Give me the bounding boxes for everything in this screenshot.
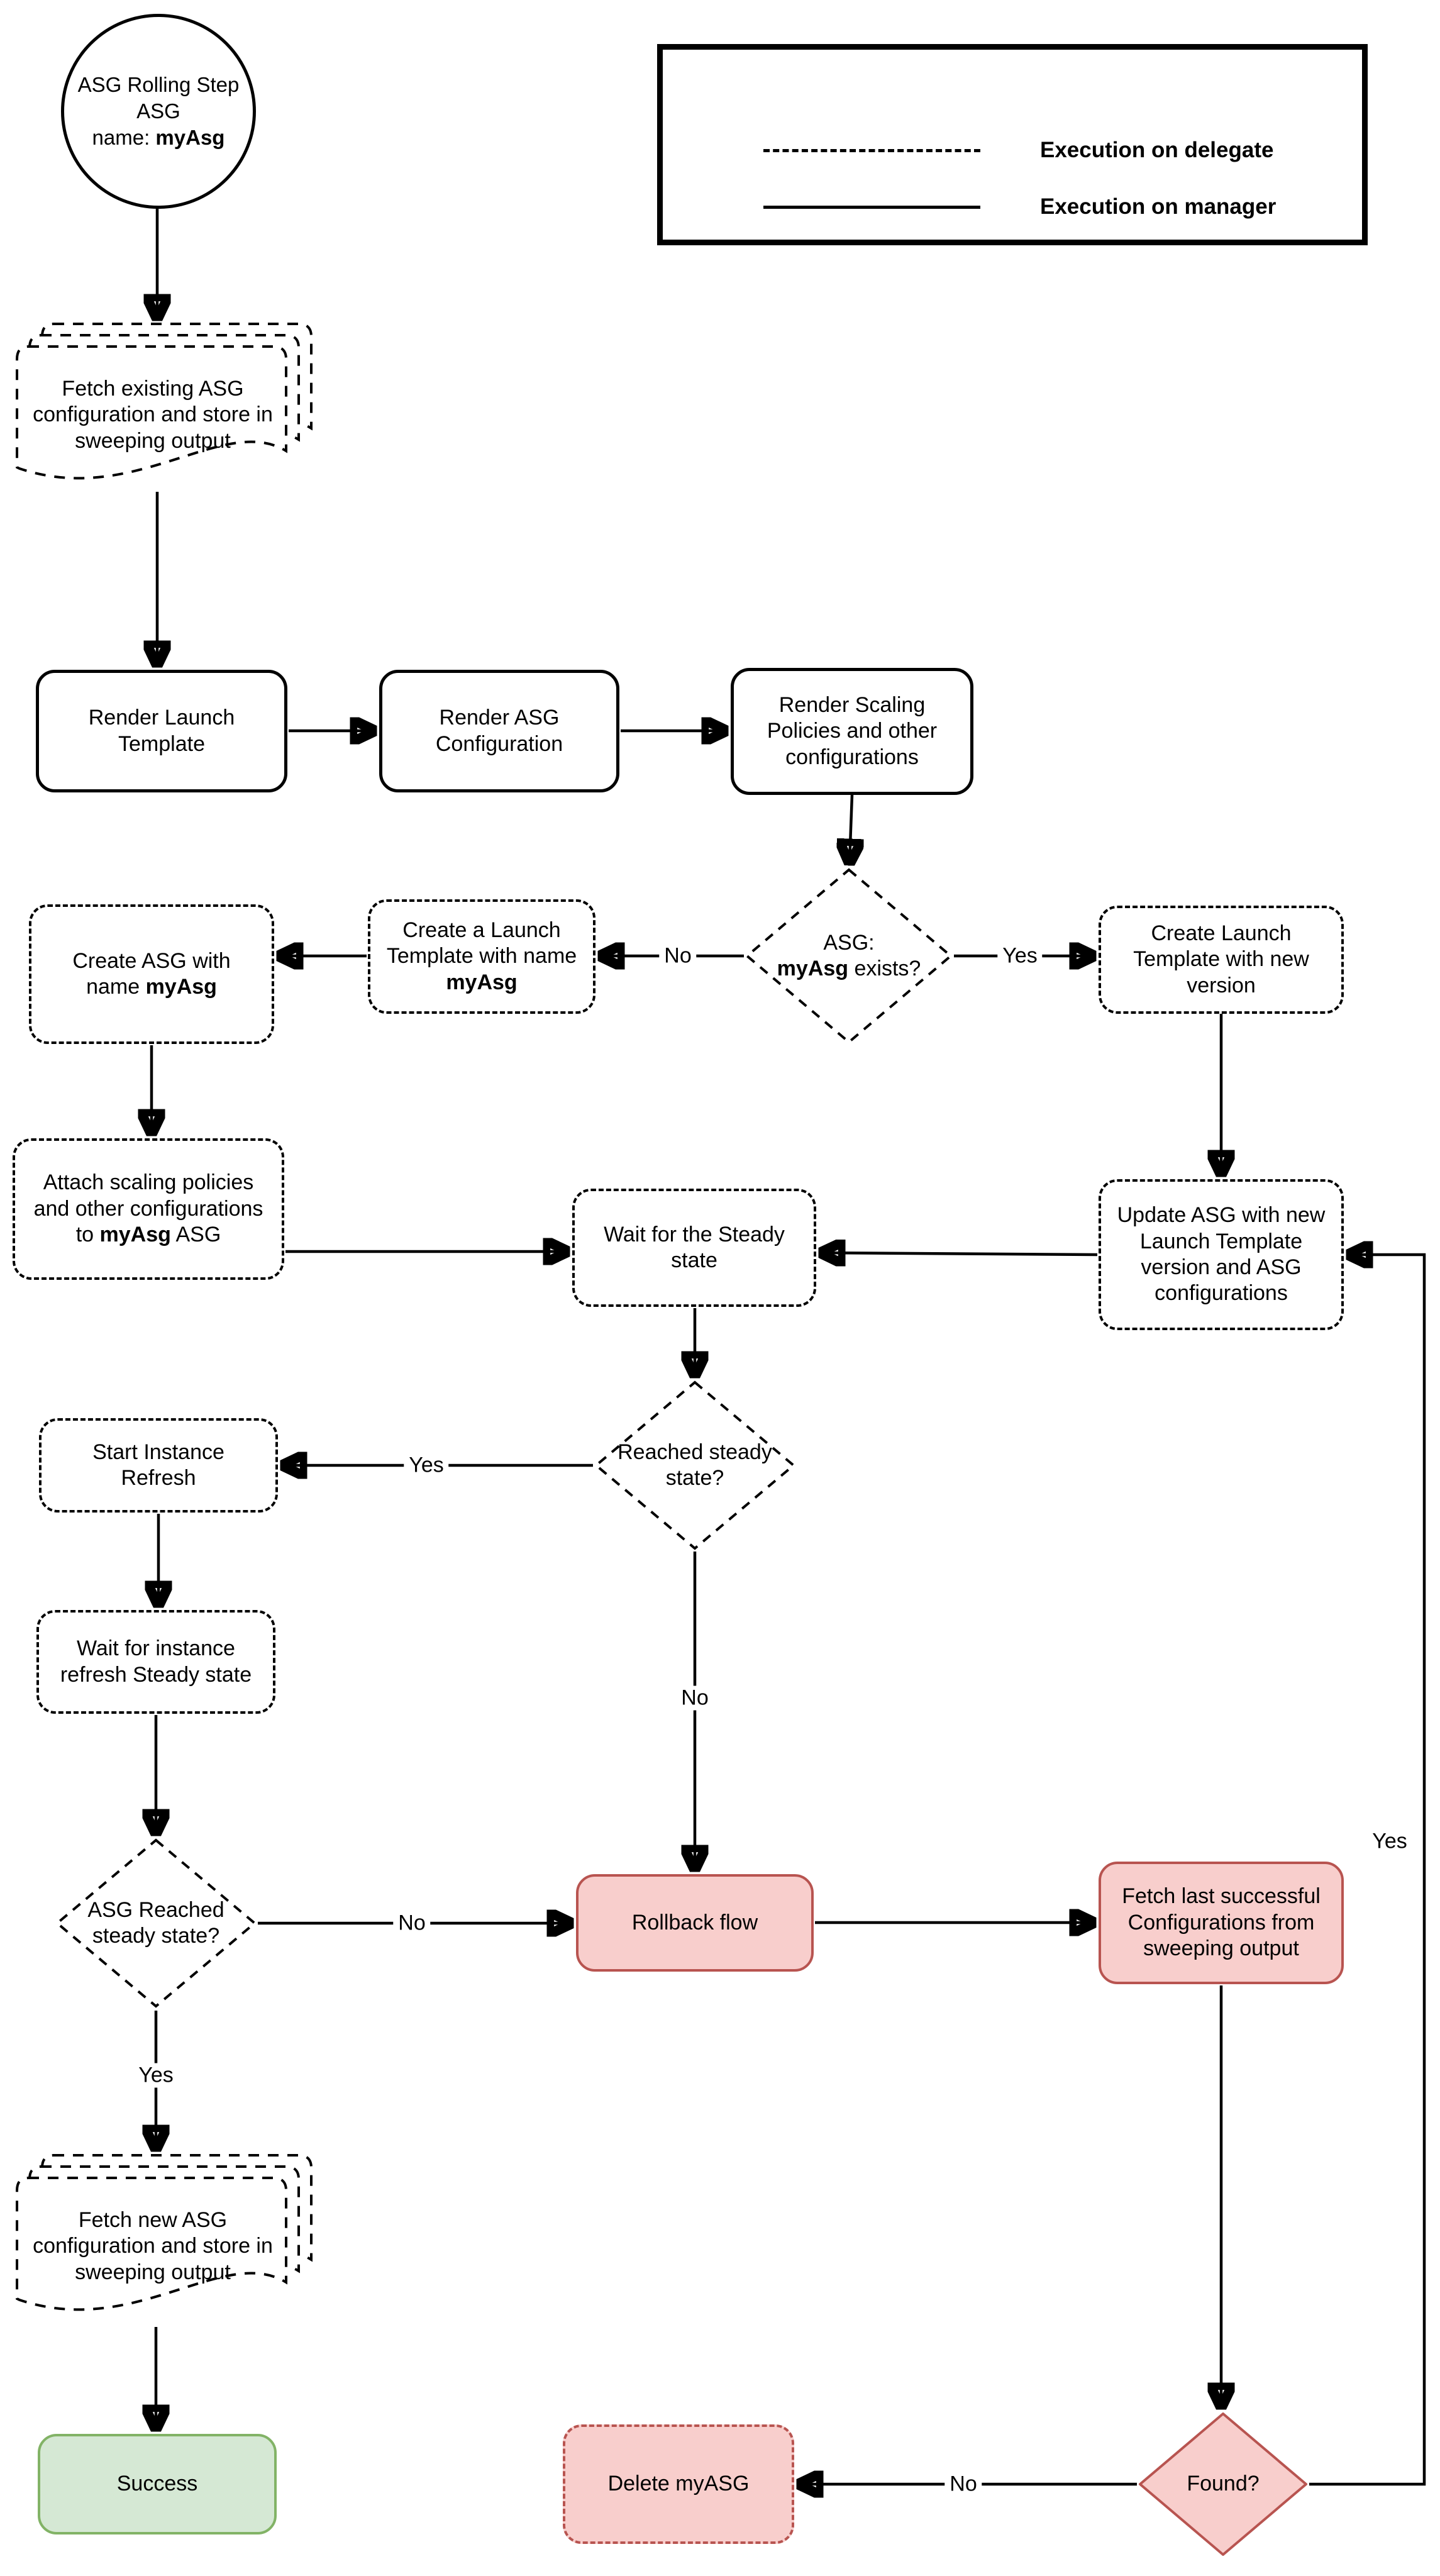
found-decision-label: Found? (1187, 2472, 1260, 2496)
start-instance-refresh-node: Start Instance Refresh (39, 1418, 278, 1513)
reached-steady-state-decision: Reached steady state? (594, 1380, 795, 1550)
asg-exists-decision: ASG: myAsg exists? (745, 868, 953, 1044)
legend-label-manager: Execution on manager (1040, 194, 1277, 219)
diamond-shape (1139, 2412, 1307, 2556)
reached-steady-state-label: Reached steady state? (618, 1440, 772, 1490)
edge-label-asg-reached-yes: Yes (133, 2063, 179, 2088)
create-launch-template-new-version-node: Create Launch Template with new version (1099, 906, 1344, 1014)
attach-scaling-policies-node: Attach scaling policies and other config… (13, 1138, 284, 1280)
edge-update-asg-to-wait-steady (822, 1253, 1098, 1255)
wait-steady-state-node: Wait for the Steady state (572, 1189, 816, 1307)
render-scaling-policies-node: Render Scaling Policies and other config… (731, 668, 973, 795)
edge-label-found-no: No (944, 2472, 982, 2497)
create-launch-template-new-version-label: Create Launch Template with new version (1133, 921, 1309, 997)
edge-render-scaling-to-exists-decision (850, 794, 852, 862)
fetch-new-asg-node: Fetch new ASG configuration and store in… (16, 2154, 318, 2336)
update-asg-node: Update ASG with new Launch Template vers… (1099, 1179, 1344, 1330)
start-instance-refresh-label: Start Instance Refresh (92, 1440, 224, 1490)
edge-label-exists-no: No (659, 943, 697, 969)
rollback-flow-label: Rollback flow (631, 1910, 758, 1935)
asg-exists-decision-label: ASG: myAsg exists? (777, 930, 921, 980)
wait-steady-state-label: Wait for the Steady state (604, 1222, 785, 1272)
fetch-last-successful-node: Fetch last successful Configurations fro… (1099, 1862, 1344, 1984)
fetch-new-asg-label: Fetch new ASG configuration and store in… (33, 2207, 273, 2284)
legend: Execution on delegate Execution on manag… (657, 44, 1368, 245)
attach-scaling-policies-label: Attach scaling policies and other config… (33, 1170, 263, 1247)
legend-row-delegate: Execution on delegate (663, 138, 1362, 163)
diamond-shape (745, 868, 953, 1044)
render-launch-template-node: Render Launch Template (36, 670, 287, 792)
render-asg-configuration-node: Render ASG Configuration (379, 670, 619, 792)
delete-myasg-node: Delete myASG (563, 2424, 794, 2544)
wait-instance-refresh-node: Wait for instance refresh Steady state (36, 1610, 275, 1714)
create-launch-template-named-label: Create a Launch Template with name myAsg (386, 918, 577, 994)
rollback-flow-node: Rollback flow (576, 1874, 814, 1972)
success-label: Success (116, 2472, 198, 2496)
update-asg-label: Update ASG with new Launch Template vers… (1117, 1203, 1326, 1306)
render-scaling-policies-label: Render Scaling Policies and other config… (767, 692, 938, 769)
diamond-shape (55, 1838, 257, 2008)
success-node: Success (38, 2434, 277, 2534)
legend-row-manager: Execution on manager (663, 194, 1362, 219)
legend-label-delegate: Execution on delegate (1040, 138, 1274, 162)
legend-dashed-line-sample (763, 148, 980, 152)
create-asg-named-label: Create ASG with name myAsg (72, 948, 231, 999)
legend-solid-line-sample (763, 205, 980, 209)
fetch-last-successful-label: Fetch last successful Configurations fro… (1122, 1884, 1321, 1961)
start-node: ASG Rolling Step ASG name: myAsg (61, 14, 256, 209)
render-asg-configuration-label: Render ASG Configuration (435, 706, 563, 756)
render-launch-template-label: Render Launch Template (88, 706, 235, 756)
create-launch-template-named-node: Create a Launch Template with name myAsg (368, 899, 595, 1014)
diamond-shape (594, 1380, 795, 1550)
edge-label-reached-yes: Yes (404, 1453, 449, 1478)
create-asg-named-node: Create ASG with name myAsg (29, 904, 274, 1044)
asg-reached-steady-state-decision: ASG Reached steady state? (55, 1838, 257, 2008)
delete-myasg-label: Delete myASG (607, 2472, 750, 2496)
edge-label-reached-no: No (676, 1685, 714, 1711)
edge-label-found-yes: Yes (1367, 1829, 1412, 1854)
asg-reached-steady-state-label: ASG Reached steady state? (87, 1897, 224, 1948)
wait-instance-refresh-label: Wait for instance refresh Steady state (60, 1636, 252, 1687)
edge-label-asg-reached-no: No (393, 1911, 431, 1936)
start-node-label: ASG Rolling Step ASG name: myAsg (77, 72, 240, 150)
edge-label-exists-yes: Yes (997, 943, 1043, 969)
fetch-existing-label: Fetch existing ASG configuration and sto… (33, 376, 273, 453)
fetch-existing-node: Fetch existing ASG configuration and sto… (16, 323, 318, 505)
found-decision: Found? (1138, 2412, 1308, 2557)
